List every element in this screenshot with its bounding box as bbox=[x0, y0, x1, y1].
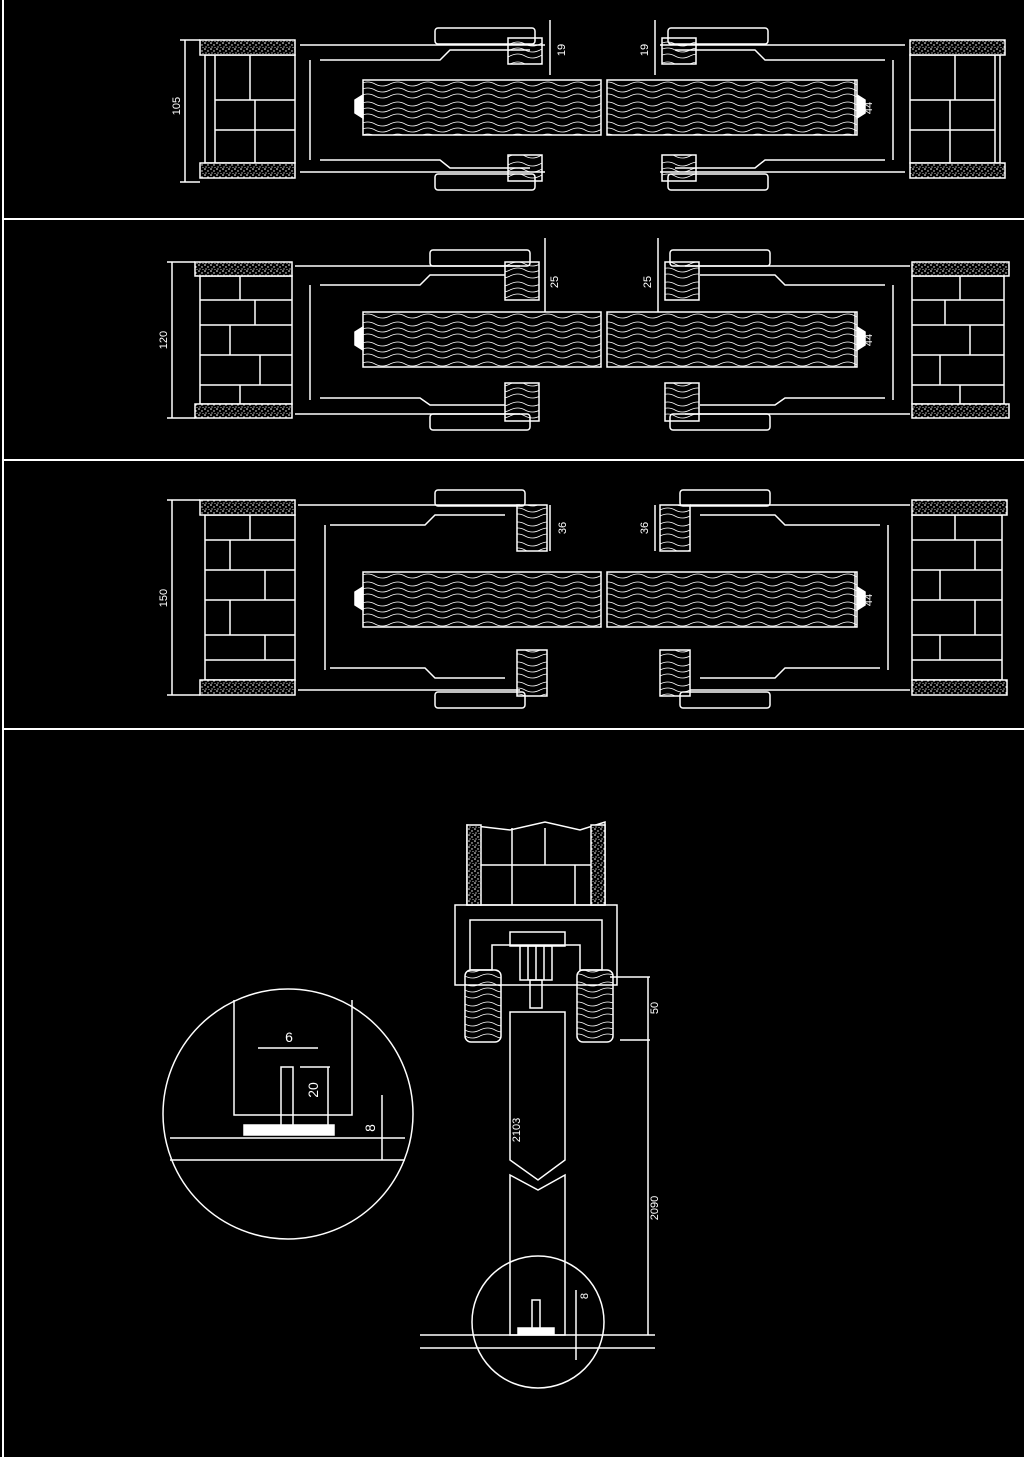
floor-gap-dim-small: 8 bbox=[579, 1293, 591, 1299]
stud-right-top bbox=[664, 261, 700, 301]
hanger-bolt bbox=[529, 979, 543, 1009]
stud-right-bottom bbox=[659, 649, 691, 697]
section-plan-2 bbox=[167, 238, 1010, 431]
gap-dim-right-2: 25 bbox=[642, 276, 654, 288]
door-height-dim: 2103 bbox=[511, 1118, 523, 1142]
guide-height-dim: 20 bbox=[305, 1082, 321, 1098]
door-leaf-left bbox=[362, 571, 602, 628]
plaster-right-top bbox=[911, 499, 1008, 516]
gap-dim-right-3: 36 bbox=[639, 522, 651, 534]
trim-left-bottom bbox=[434, 691, 526, 709]
track bbox=[509, 931, 566, 947]
stud-left-top bbox=[504, 261, 540, 301]
trim-left-top bbox=[434, 27, 536, 45]
section-plan-1 bbox=[180, 20, 1006, 191]
floor-gap-dim-detail: 8 bbox=[362, 1124, 378, 1132]
stud-left-top bbox=[516, 504, 548, 552]
wall-thickness-dim-1: 105 bbox=[171, 97, 183, 115]
trim-left-top bbox=[434, 489, 526, 507]
stud-left-bottom bbox=[516, 649, 548, 697]
section-plan-3 bbox=[167, 489, 1008, 709]
wall-thickness-dim-3: 150 bbox=[158, 589, 170, 607]
trim-right-bottom bbox=[679, 691, 771, 709]
guide-width-dim: 6 bbox=[285, 1029, 293, 1045]
gap-dim-left-3: 36 bbox=[557, 522, 569, 534]
floor-guide bbox=[531, 1299, 541, 1331]
trim-right-top bbox=[667, 27, 769, 45]
stud-left-top bbox=[507, 37, 543, 65]
wall-thickness-dim-2: 120 bbox=[158, 331, 170, 349]
plaster-right-bottom bbox=[909, 162, 1006, 179]
plaster-right-bottom bbox=[911, 679, 1008, 696]
stud-right-bottom bbox=[661, 154, 697, 182]
stud-elevation-right bbox=[576, 969, 614, 1043]
plaster-left-bottom bbox=[199, 162, 296, 179]
gap-dim-right-1: 19 bbox=[639, 44, 651, 56]
plaster-right-top bbox=[911, 261, 1010, 277]
track-height-dim: 50 bbox=[649, 1002, 661, 1014]
door-thickness-dim-1: 44 bbox=[863, 102, 875, 114]
gap-dim-left-2: 25 bbox=[549, 276, 561, 288]
stud-right-bottom bbox=[664, 382, 700, 422]
trim-right-bottom bbox=[667, 173, 769, 191]
trim-right-bottom bbox=[669, 413, 771, 431]
detail-enlarged bbox=[162, 988, 414, 1240]
plaster-left-top bbox=[199, 499, 296, 516]
stud-left-bottom bbox=[504, 382, 540, 422]
trim-left-bottom bbox=[434, 173, 536, 191]
door-leaf-right bbox=[606, 571, 858, 628]
trim-left-top bbox=[429, 249, 531, 267]
trim-right-top bbox=[679, 489, 771, 507]
plaster-elevation-left bbox=[466, 824, 482, 906]
detail-guide bbox=[280, 1066, 294, 1128]
stud-elevation-left bbox=[464, 969, 502, 1043]
plaster-left-bottom bbox=[199, 679, 296, 696]
door-thickness-dim-3: 44 bbox=[863, 594, 875, 606]
stud-right-top bbox=[659, 504, 691, 552]
door-leaf-right bbox=[606, 311, 858, 368]
plaster-elevation-right bbox=[590, 824, 606, 906]
door-leaf-right bbox=[606, 79, 858, 136]
plaster-right-bottom bbox=[911, 403, 1010, 419]
vertical-section bbox=[420, 820, 655, 1389]
door-thickness-dim-2: 44 bbox=[863, 334, 875, 346]
plaster-right-top bbox=[909, 39, 1006, 56]
floor-guide-base bbox=[517, 1327, 555, 1335]
trim-right-top bbox=[669, 249, 771, 267]
stud-right-top bbox=[661, 37, 697, 65]
plaster-left-top bbox=[194, 261, 293, 277]
detail-circle-small bbox=[471, 1255, 605, 1389]
detail-circle-large bbox=[162, 988, 414, 1240]
door-leaf-left bbox=[362, 79, 602, 136]
opening-height-dim: 2090 bbox=[649, 1196, 661, 1220]
plaster-left-top bbox=[199, 39, 296, 56]
detail-guide-base bbox=[243, 1124, 335, 1136]
plaster-left-bottom bbox=[194, 403, 293, 419]
trim-left-bottom bbox=[429, 413, 531, 431]
gap-dim-left-1: 19 bbox=[556, 44, 568, 56]
door-leaf-left bbox=[362, 311, 602, 368]
stud-left-bottom bbox=[507, 154, 543, 182]
